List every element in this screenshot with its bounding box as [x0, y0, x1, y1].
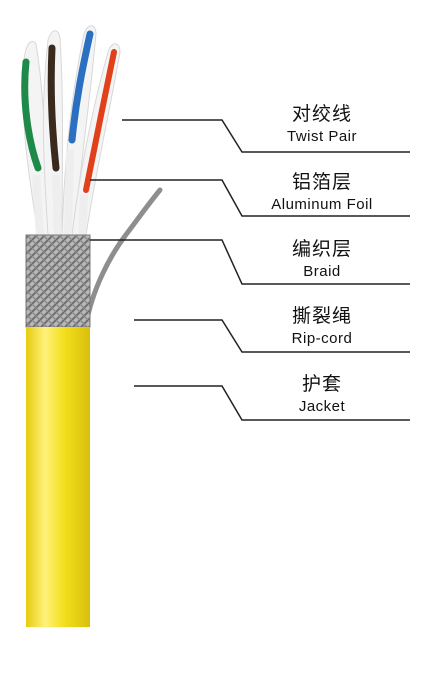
leader-line-aluminum-foil [90, 179, 410, 217]
label-aluminum-foil-zh: 铝箔层 [291, 171, 352, 193]
label-twist-pair-zh: 对绞线 [291, 103, 352, 125]
braid-layer [26, 235, 90, 327]
ripcord-strand [83, 187, 163, 328]
label-braid-zh: 编织层 [291, 238, 352, 260]
twisted-pair-wires [21, 25, 121, 236]
label-jacket: 护套 Jacket [232, 372, 412, 416]
label-ripcord: 撕裂绳 Rip-cord [232, 304, 412, 348]
label-ripcord-zh: 撕裂绳 [291, 305, 352, 327]
jacket-layer [26, 327, 90, 627]
label-jacket-en: Jacket [298, 398, 346, 415]
blue-wire [68, 30, 94, 144]
label-twist-pair: 对绞线 Twist Pair [232, 102, 412, 146]
leader-line-jacket [134, 385, 410, 421]
label-twist-pair-en: Twist Pair [286, 128, 357, 145]
leader-line-ripcord [134, 319, 410, 353]
leader-lines [90, 119, 410, 421]
orange-wire [83, 49, 117, 193]
label-aluminum-foil: 铝箔层 Aluminum Foil [232, 170, 412, 214]
leader-line-twist-pair [122, 119, 410, 153]
label-braid-en: Braid [303, 263, 341, 280]
green-wire [21, 58, 42, 172]
label-aluminum-foil-en: Aluminum Foil [271, 196, 373, 213]
label-ripcord-en: Rip-cord [291, 330, 353, 347]
leader-line-braid [90, 239, 410, 285]
brown-wire [47, 44, 60, 172]
label-braid: 编织层 Braid [232, 237, 412, 281]
label-jacket-zh: 护套 [301, 373, 342, 395]
